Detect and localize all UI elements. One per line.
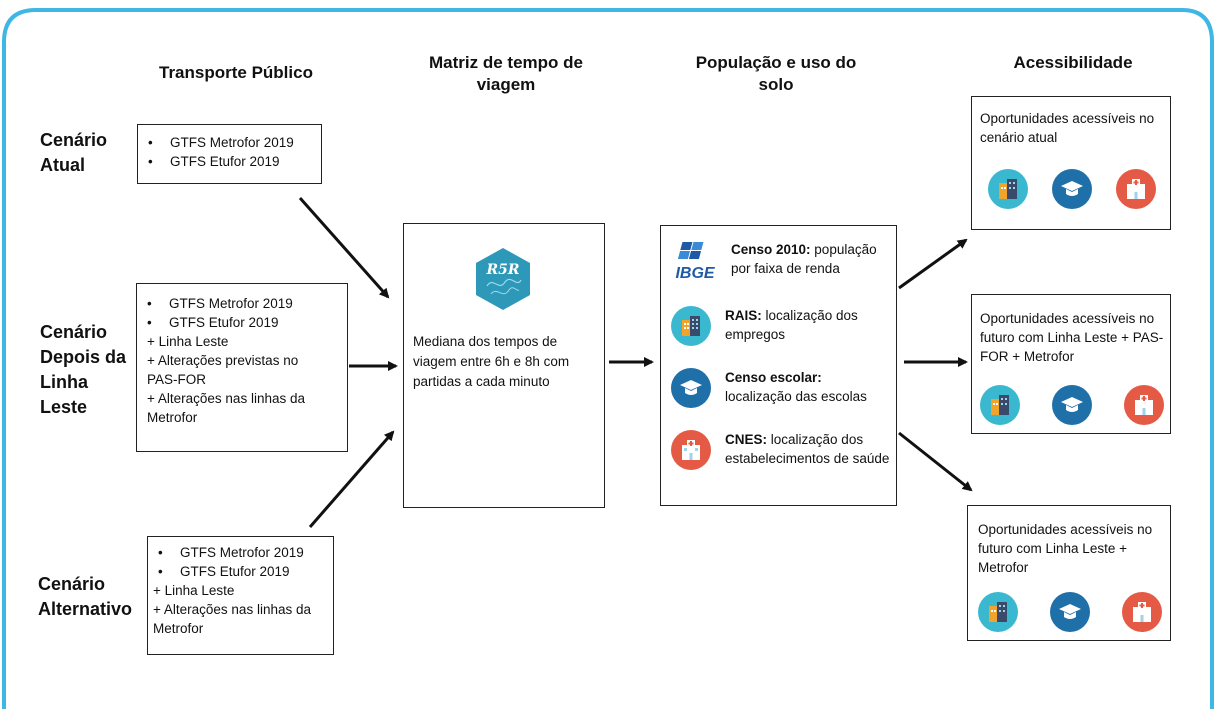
header-matriz: Matriz de tempo de viagem [429, 53, 583, 94]
r5r-logo: R5R [476, 248, 530, 310]
landuse-text: localização dos empregos [725, 308, 858, 342]
landuse-bold-label: CNES: [725, 432, 768, 447]
list-item: GTFS Metrofor 2019 [137, 294, 347, 313]
arrow-landuse-to-acc1 [898, 238, 968, 290]
landuse-text: população por faixa de renda [731, 242, 877, 276]
hospital-icon [1122, 592, 1162, 632]
accessibility-box-atual: Oportunidades acessíveis no cenário atua… [971, 96, 1171, 230]
building-icon [978, 592, 1018, 632]
row-label-depois: Cenário Depois da Linha Leste [40, 322, 127, 417]
accessibility-icons [980, 385, 1164, 425]
scenario-box-depois: GTFS Metrofor 2019 GTFS Etufor 2019 + Li… [136, 283, 348, 452]
list-item: + Linha Leste [147, 334, 229, 349]
landuse-bold-label: Censo 2010: [731, 242, 811, 257]
matrix-description: Mediana dos tempos de viagem entre 6h e … [413, 334, 570, 389]
landuse-box: IBGE Censo 2010: população por faixa de … [660, 225, 897, 506]
landuse-text: localização das escolas [725, 389, 867, 404]
graduation-cap-icon [671, 368, 711, 408]
accessibility-text: Oportunidades acessíveis no futuro com L… [980, 311, 1164, 364]
header-transporte: Transporte Público [159, 63, 313, 82]
accessibility-text: Oportunidades acessíveis no futuro com L… [978, 522, 1153, 575]
hospital-icon [671, 430, 711, 470]
landuse-text: localização dos estabelecimentos de saúd… [725, 432, 890, 466]
landuse-item-censo: IBGE Censo 2010: população por faixa de … [671, 240, 896, 282]
landuse-item-escolar: Censo escolar: localização das escolas [671, 368, 890, 408]
building-icon [988, 169, 1028, 209]
ibge-logo: IBGE [675, 242, 716, 282]
landuse-item-rais: RAIS: localização dos empregos [671, 306, 890, 346]
landuse-bold-label: Censo escolar: [725, 370, 822, 385]
list-item: GTFS Etufor 2019 [138, 152, 321, 171]
landuse-item-cnes: CNES: localização dos estabelecimentos d… [671, 430, 890, 470]
list-item: GTFS Metrofor 2019 [148, 543, 333, 562]
graduation-cap-icon [1050, 592, 1090, 632]
list-item: GTFS Metrofor 2019 [138, 133, 321, 152]
list-item: GTFS Etufor 2019 [148, 562, 333, 581]
arrow-atual-to-matrix [298, 197, 390, 299]
scenario-box-atual: GTFS Metrofor 2019 GTFS Etufor 2019 [137, 124, 322, 184]
arrow-landuse-to-acc3 [898, 431, 973, 492]
list-item: + Alterações nas linhas da Metrofor [147, 391, 305, 425]
landuse-bold-label: RAIS: [725, 308, 762, 323]
scenario-box-alternativo: GTFS Metrofor 2019 GTFS Etufor 2019 + Li… [147, 536, 334, 655]
accessibility-icons [978, 592, 1162, 632]
arrow-alternativo-to-matrix [308, 430, 395, 528]
hospital-icon [1124, 385, 1164, 425]
accessibility-box-depois: Oportunidades acessíveis no futuro com L… [971, 294, 1171, 434]
header-populacao: População e uso do solo [695, 53, 857, 94]
accessibility-box-alternativo: Oportunidades acessíveis no futuro com L… [967, 505, 1171, 641]
list-item: + Alterações previstas no PAS-FOR [147, 353, 299, 387]
accessibility-text: Oportunidades acessíveis no cenário atua… [980, 111, 1155, 145]
building-icon [980, 385, 1020, 425]
list-item: + Alterações nas linhas da Metrofor [153, 602, 311, 636]
svg-text:R5R: R5R [485, 262, 519, 278]
header-acessibilidade: Acessibilidade [1013, 53, 1133, 72]
building-icon [671, 306, 711, 346]
svg-text:IBGE: IBGE [675, 265, 715, 282]
matrix-box: R5R Mediana dos tempos de viagem entre 6… [403, 223, 605, 508]
row-label-atual: Cenário Atual [40, 130, 108, 175]
accessibility-icons [988, 169, 1156, 209]
row-label-alternativo: Cenário Alternativo [38, 574, 133, 619]
list-item: + Linha Leste [153, 583, 235, 598]
hospital-icon [1116, 169, 1156, 209]
graduation-cap-icon [1052, 385, 1092, 425]
list-item: GTFS Etufor 2019 [137, 313, 347, 332]
graduation-cap-icon [1052, 169, 1092, 209]
